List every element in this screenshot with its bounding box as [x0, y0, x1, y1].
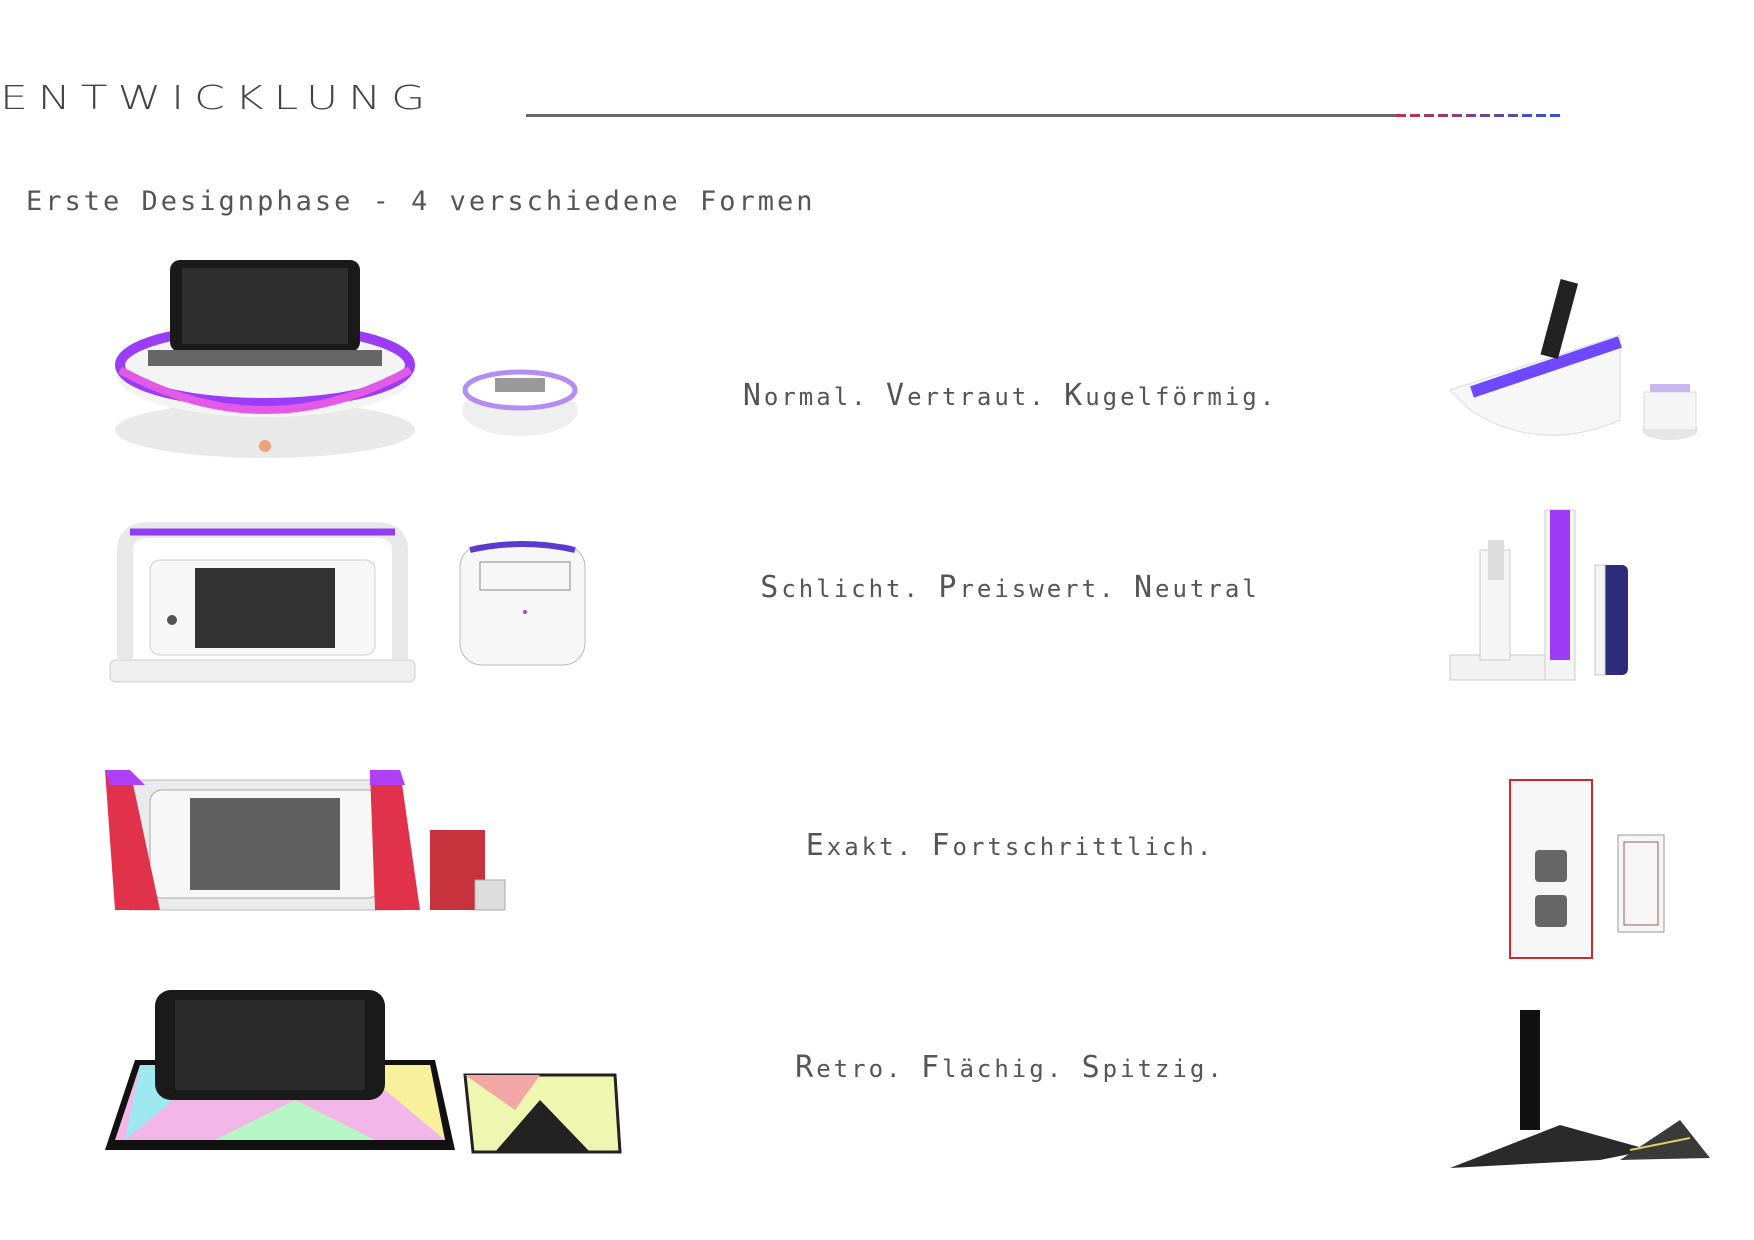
concept-tagline-3: Exakt. Fortschrittlich. [805, 828, 1215, 863]
rule-dash [1480, 114, 1490, 117]
rule-dash [1550, 114, 1560, 117]
dock-prism-front-image [105, 770, 506, 911]
dock-round-front-image [115, 260, 578, 458]
dock-origami-side-image [1450, 1010, 1710, 1168]
concept-row-4: Retro. Flächig. Spitzig. [0, 970, 1754, 1200]
dock-arch-front-image [109, 522, 586, 683]
rule-dash [1522, 114, 1532, 117]
rule-dash [1508, 114, 1518, 117]
dock-round-side-image [1449, 279, 1698, 440]
rule-dash [1536, 114, 1546, 117]
concept-tagline-2: Schlicht. Preiswert. Neutral [760, 570, 1260, 605]
rule-dash [1410, 114, 1420, 117]
rule-dash [1494, 114, 1504, 117]
concept-tagline-4: Retro. Flächig. Spitzig. [795, 1050, 1225, 1085]
rule-dash [1396, 114, 1406, 117]
rule-dash [1438, 114, 1448, 117]
section-subtitle: Erste Designphase - 4 verschiedene Forme… [26, 186, 816, 217]
concept-row-1: Normal. Vertraut. Kugelförmig. [0, 250, 1754, 480]
header-rule-dashes [1396, 114, 1560, 117]
concept-tagline-1: Normal. Vertraut. Kugelförmig. [742, 378, 1278, 413]
header-rule [526, 114, 1560, 117]
dock-prism-side-image [1509, 779, 1665, 959]
dock-arch-side-image [1449, 509, 1628, 681]
page-title: ENTWICKLUNG [0, 79, 436, 118]
concept-row-2: Schlicht. Preiswert. Neutral [0, 470, 1754, 700]
rule-dash [1452, 114, 1462, 117]
rule-dash [1466, 114, 1476, 117]
rule-dash [1424, 114, 1434, 117]
concept-row-3: Exakt. Fortschrittlich. [0, 740, 1754, 970]
dock-origami-front-image [105, 990, 622, 1154]
